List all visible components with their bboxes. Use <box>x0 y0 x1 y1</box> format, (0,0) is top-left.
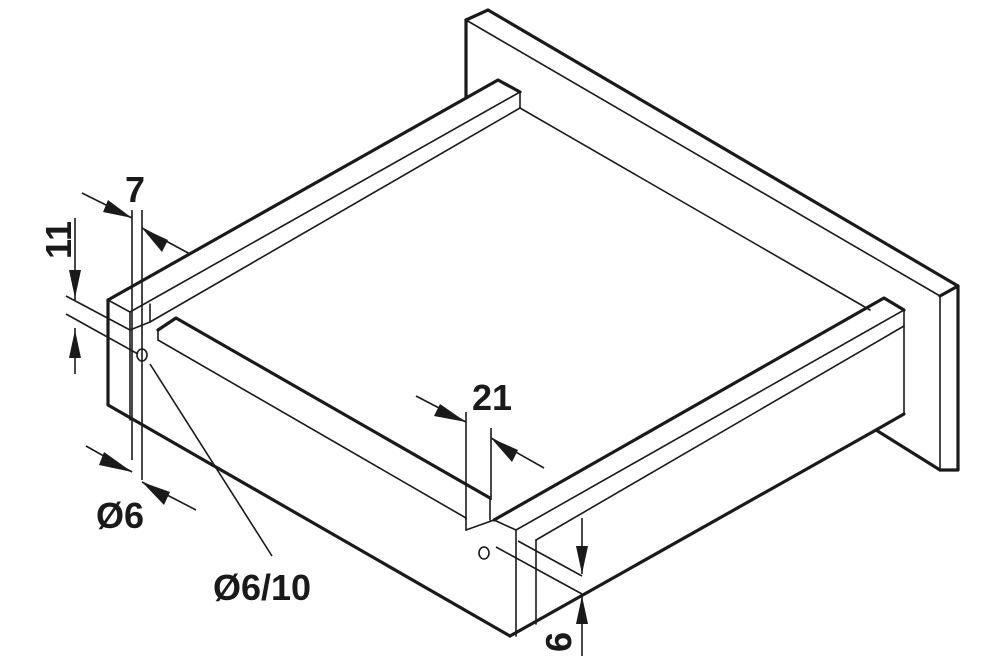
drawer-bottom <box>519 107 871 311</box>
front-panel <box>464 8 960 472</box>
dimension-label-d6: Ø6 <box>96 495 145 536</box>
dimension-label-21: 21 <box>472 377 513 418</box>
dimension-9-lines <box>495 518 588 656</box>
leader-d6-10 <box>149 363 273 557</box>
dimension-d6-lines <box>85 445 197 511</box>
dimension-label-11: 11 <box>38 220 80 260</box>
bore-hole-right <box>478 546 490 560</box>
dimension-11-lines <box>65 218 139 374</box>
left-drawer-side <box>106 298 512 638</box>
dimension-7-lines <box>81 192 191 480</box>
dimension-label-9: 9 <box>538 631 580 653</box>
dimension-label-d6-10: Ø6/10 <box>213 567 312 608</box>
right-drawer-side <box>465 296 906 638</box>
left-side-rail <box>106 78 522 331</box>
dimension-label-7: 7 <box>125 169 146 210</box>
dimension-21-lines <box>415 395 545 520</box>
